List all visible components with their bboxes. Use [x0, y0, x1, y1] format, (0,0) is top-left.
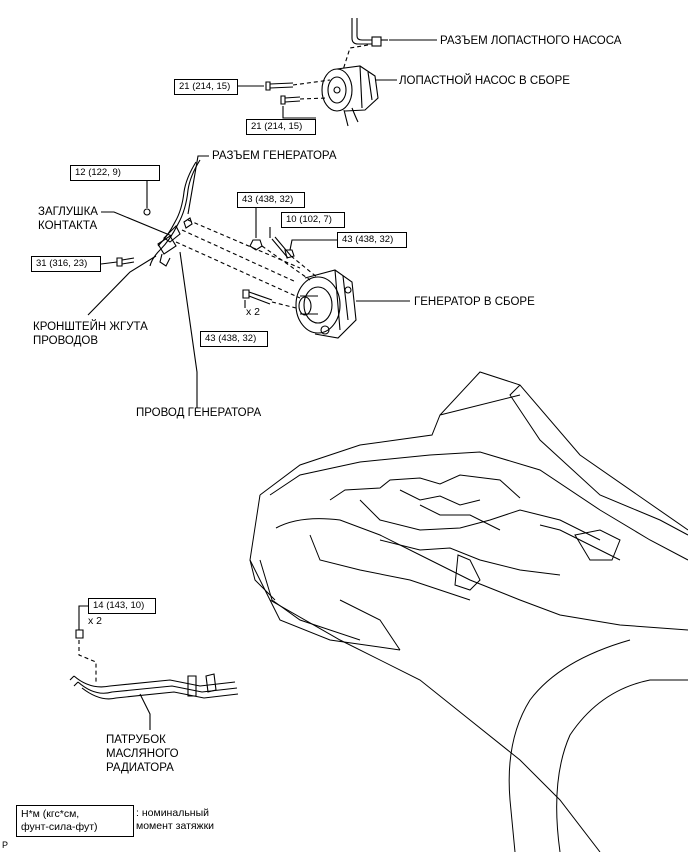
torque-box-gen-stud: 10 (102, 7): [281, 212, 345, 228]
multiplier-pipe-bolt: x 2: [88, 615, 103, 627]
torque-box-oil-pipe: 14 (143, 10): [88, 598, 156, 614]
label-pump-connector: РАЗЪЕМ ЛОПАСТНОГО НАСОСА: [440, 35, 622, 47]
corner-code: P: [2, 840, 9, 850]
vehicle-drawing: [249, 371, 688, 852]
label-oil-pipe-2: МАСЛЯНОГО: [106, 748, 179, 760]
leader-t2: [282, 106, 316, 119]
leader-t4: [100, 261, 118, 265]
generator-assembly-drawing: [295, 269, 357, 339]
leader-contact-plug: [101, 211, 173, 237]
torque-box-gen-bolt-lower: 43 (438, 32): [200, 331, 268, 347]
torque-box-harness-bolt: 31 (316, 23): [31, 256, 101, 272]
label-oil-pipe-1: ПАТРУБОК: [106, 734, 166, 746]
label-contact-plug-2: КОНТАКТА: [38, 220, 98, 232]
legend-box-line2: фунт-сила-фут): [21, 821, 98, 833]
label-harness-bracket-2: ПРОВОДОВ: [33, 335, 99, 347]
leader-gen-wire: [179, 251, 198, 408]
legend-desc-line2: момент затяжки: [136, 820, 215, 832]
generator-small-parts-drawing: [116, 208, 295, 305]
leader-t7: [289, 239, 337, 251]
torque-box-gen-nut: 43 (438, 32): [237, 192, 305, 208]
legend-box: Н*м (кгс*см, фунт-сила-фут): [16, 805, 134, 837]
label-gen-assembly: ГЕНЕРАТОР В СБОРЕ: [414, 296, 535, 308]
torque-box-pump-upper: 21 (214, 15): [174, 79, 238, 95]
leader-t9: [78, 605, 88, 630]
torque-box-contact-plug: 12 (122, 9): [70, 165, 160, 181]
pump-dashed-guides: [292, 44, 369, 100]
label-harness-bracket-1: КРОНШТЕЙН ЖГУТА: [33, 321, 148, 333]
leader-oil-pipe: [139, 693, 151, 730]
torque-box-gen-bolt-upper: 43 (438, 32): [337, 232, 407, 248]
leader-harness-bracket: [87, 255, 157, 316]
label-oil-pipe-3: РАДИАТОРА: [106, 762, 174, 774]
pump-assembly-drawing: [321, 65, 379, 127]
pump-hose-drawing: [351, 18, 388, 47]
oil-pipe-drawing: [69, 629, 239, 700]
label-contact-plug-1: ЗАГЛУШКА: [38, 206, 98, 218]
legend-desc-line1: : номинальный: [136, 807, 210, 819]
generator-dashed-guides: [175, 219, 319, 309]
multiplier-gen-bolt: x 2: [246, 306, 261, 318]
generator-wire-drawing: [149, 159, 201, 267]
torque-box-pump-lower: 21 (214, 15): [246, 119, 316, 135]
label-gen-wire: ПРОВОД ГЕНЕРАТОРА: [136, 407, 262, 419]
legend-box-line1: Н*м (кгс*см,: [21, 808, 80, 820]
oil-pipe-dashed-guide: [78, 640, 97, 684]
label-pump-assembly: ЛОПАСТНОЙ НАСОС В СБОРЕ: [399, 75, 570, 87]
legend-description: : номинальный момент затяжки: [136, 807, 214, 833]
leader-gen-connector: [187, 155, 209, 215]
pump-bolts-drawing: [265, 81, 301, 105]
label-gen-connector: РАЗЪЕМ ГЕНЕРАТОРА: [212, 150, 337, 162]
leader-t3: [146, 179, 160, 208]
